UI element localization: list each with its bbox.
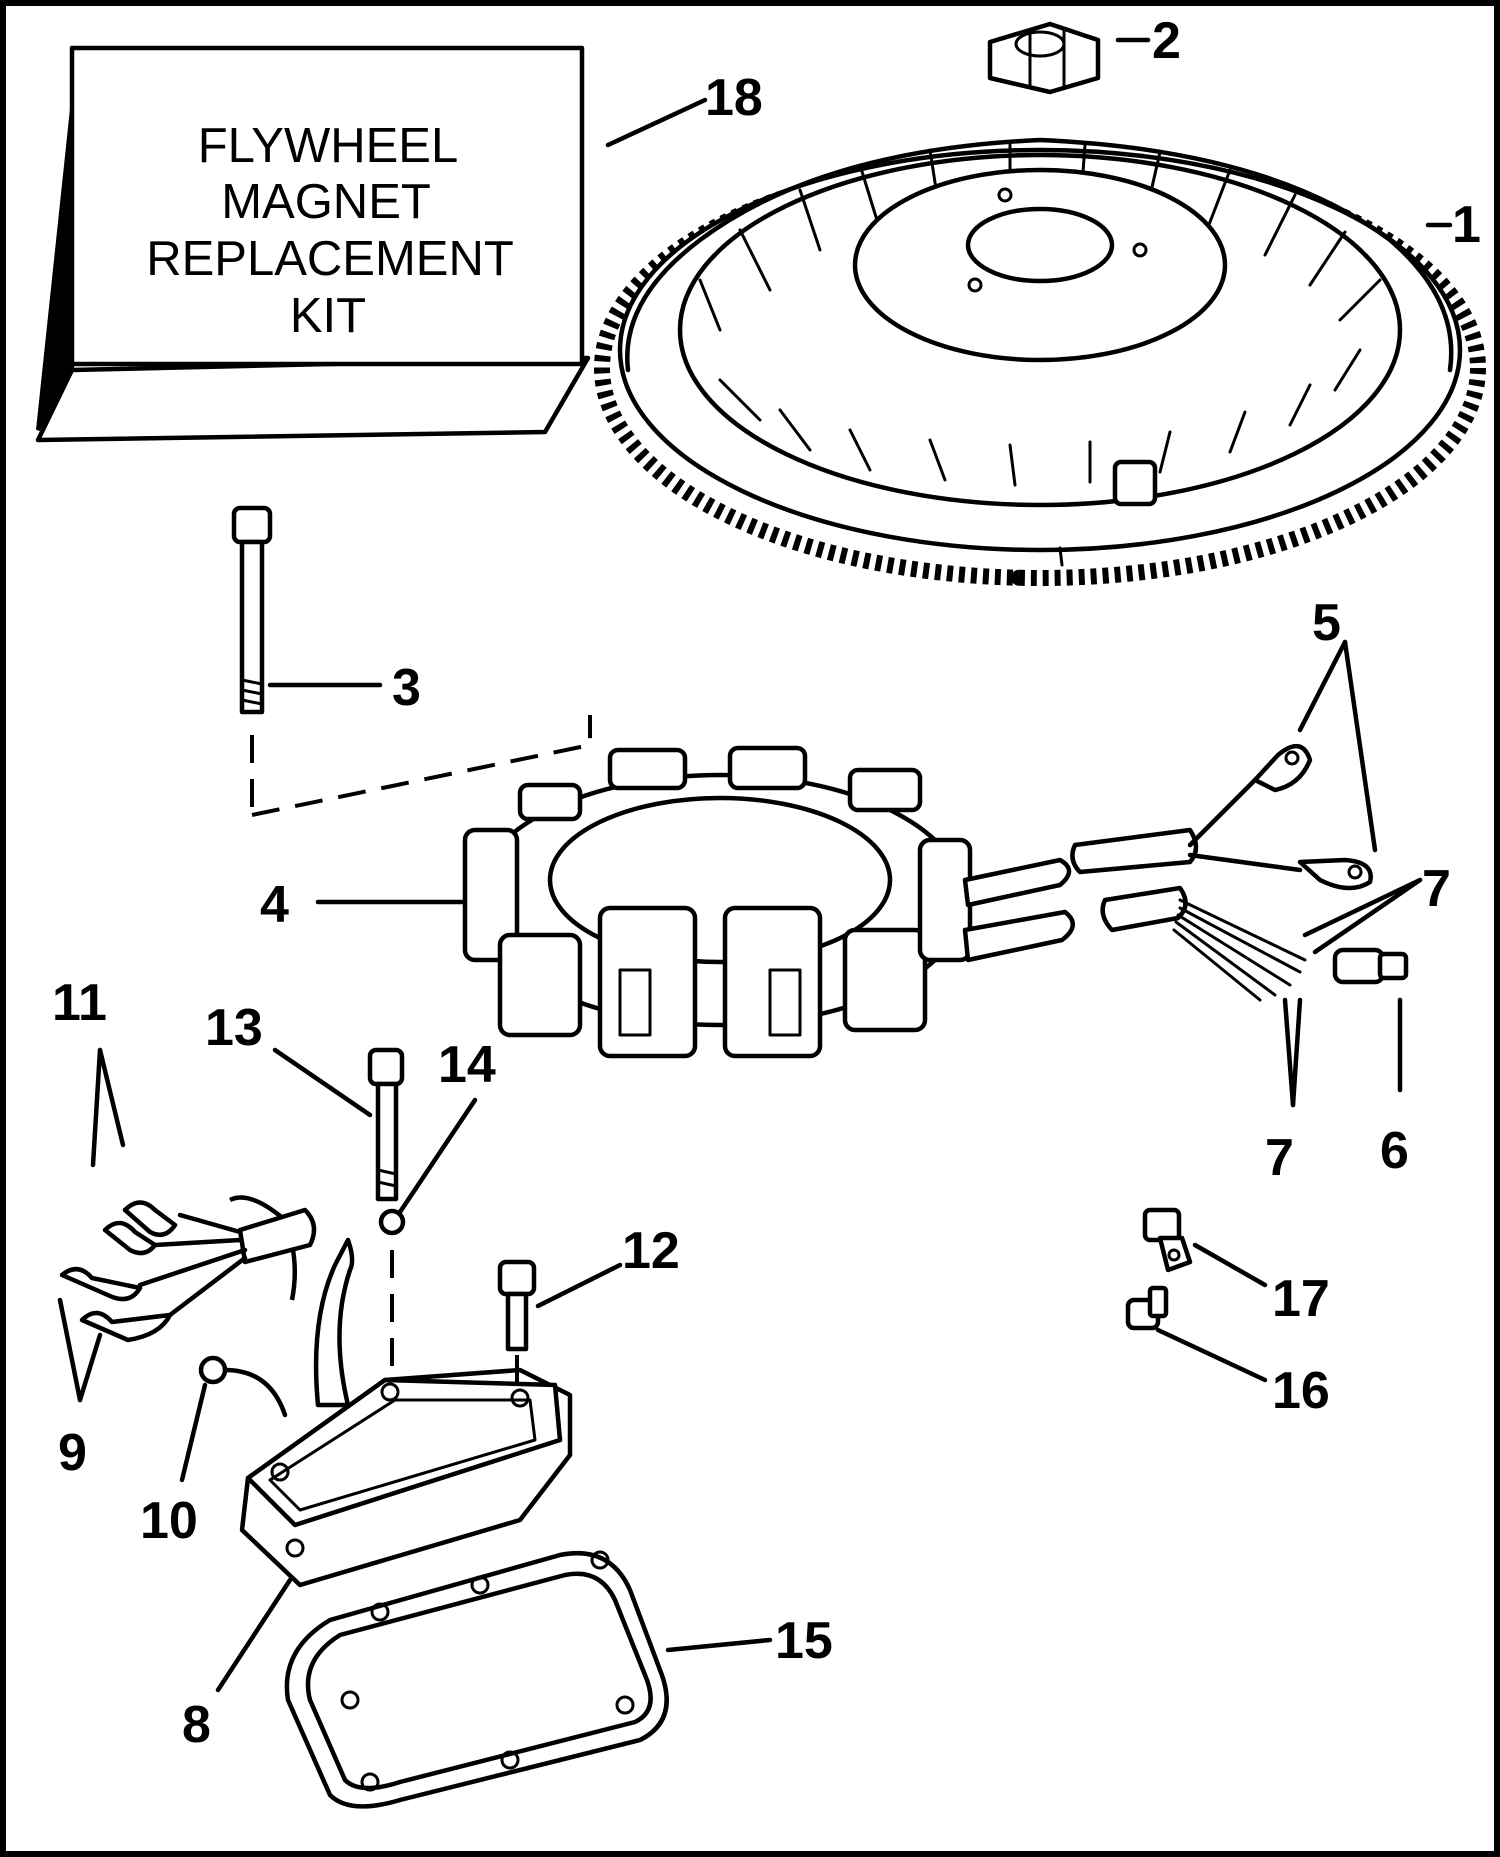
stator-bolt xyxy=(231,505,592,817)
callout-11: 11 xyxy=(52,974,107,1032)
callout-9: 9 xyxy=(58,1424,87,1482)
callout-7a: 7 xyxy=(1422,860,1451,918)
power-pack xyxy=(59,1047,573,1588)
leader-lines xyxy=(57,37,1453,1693)
callout-10: 10 xyxy=(140,1492,198,1550)
kit-box-line-4: KIT xyxy=(290,289,366,343)
callout-5: 5 xyxy=(1312,594,1341,652)
callout-7b: 7 xyxy=(1265,1129,1294,1187)
callout-18: 18 xyxy=(705,69,763,127)
callout-17: 17 xyxy=(1272,1270,1330,1328)
callout-14: 14 xyxy=(438,1036,496,1094)
kit-box-line-1: FLYWHEEL xyxy=(198,119,458,173)
flywheel-nut xyxy=(987,21,1101,95)
callout-15: 15 xyxy=(775,1612,833,1670)
callout-8: 8 xyxy=(182,1696,211,1754)
callout-1: 1 xyxy=(1452,196,1481,254)
callout-2: 2 xyxy=(1152,12,1181,70)
callout-6: 6 xyxy=(1380,1122,1409,1180)
kit-box-line-2: MAGNET xyxy=(221,175,431,229)
gasket xyxy=(284,1550,669,1809)
callout-16: 16 xyxy=(1272,1362,1330,1420)
ground-clip xyxy=(1125,1207,1193,1331)
kit-box: FLYWHEEL MAGNET REPLACEMENT KIT xyxy=(35,45,591,443)
flywheel xyxy=(594,137,1486,586)
callout-4: 4 xyxy=(260,876,289,934)
kit-box-line-3: REPLACEMENT xyxy=(146,232,514,286)
callout-numbers: 1 2 3 4 5 6 7 7 8 9 10 11 12 13 14 15 16… xyxy=(52,12,1481,1754)
stator xyxy=(462,744,1409,1059)
callout-13: 13 xyxy=(205,999,263,1057)
callout-3: 3 xyxy=(392,659,421,717)
callout-12: 12 xyxy=(622,1222,680,1280)
